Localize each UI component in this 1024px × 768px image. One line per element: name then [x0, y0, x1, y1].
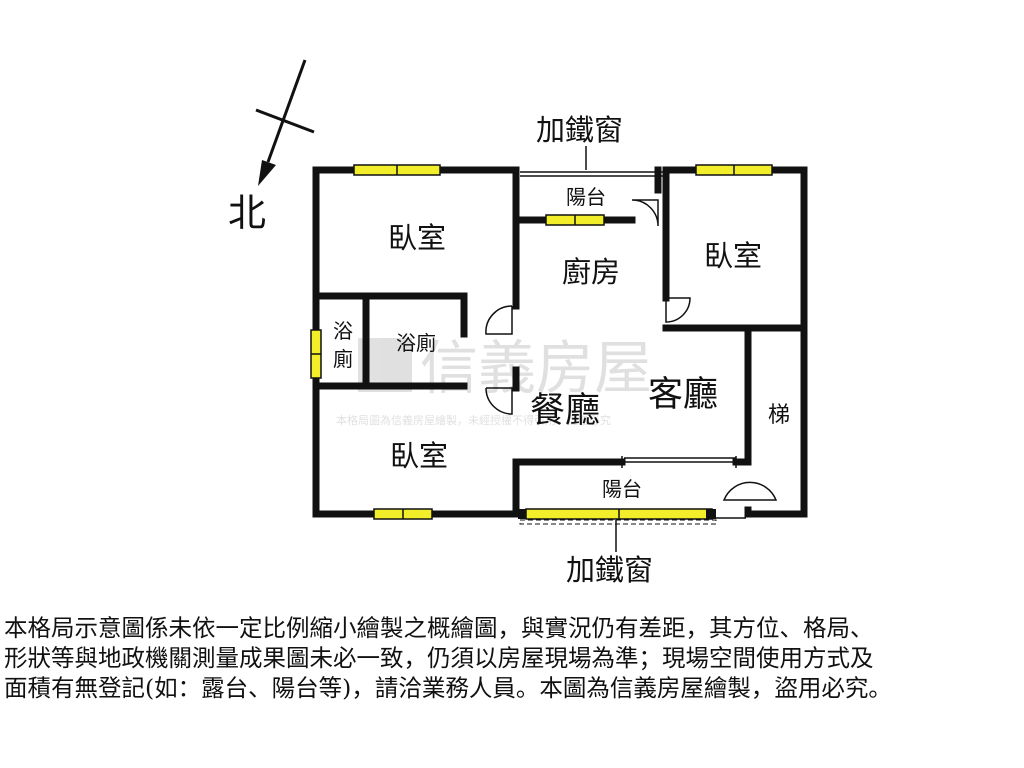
room-balcony-top: 陽台: [566, 185, 606, 209]
room-bedroom-ne: 臥室: [704, 239, 762, 273]
door-bath-icon: [485, 305, 513, 335]
room-bath: 浴廁: [396, 331, 436, 355]
door-bedroom-ne-icon: [665, 297, 691, 323]
door-bedroom-sw-icon: [485, 387, 513, 415]
door-stairs-icon: [722, 481, 778, 501]
room-bedroom-nw: 臥室: [388, 221, 446, 255]
watermark: 信義房屋 本格局圖為信義房屋繪製，未經授權不得引用，違者必究: [336, 334, 652, 427]
room-dining: 餐廳: [530, 391, 600, 431]
disclaimer-line-2: 形狀等與地政機關測量成果圖未必一致，仍須以房屋現場為準；現場空間使用方式及: [4, 644, 874, 672]
room-stairs: 梯: [768, 403, 790, 428]
disclaimer-line-3: 面積有無登記(如：露台、陽台等)，請洽業務人員。本圖為信義房屋繪製，盜用必究。: [4, 674, 892, 702]
room-living: 客廳: [648, 375, 718, 415]
disclaimer-line-1: 本格局示意圖係未依一定比例縮小繪製之概繪圖，與實況仍有差距，其方位、格局、: [4, 614, 874, 642]
compass-icon: [255, 59, 315, 186]
room-kitchen: 廚房: [562, 255, 620, 289]
window-bar-label-bottom: 加鐵窗: [566, 553, 653, 587]
room-bedroom-sw: 臥室: [390, 439, 448, 473]
doors: [485, 199, 778, 501]
north-label: 北: [228, 191, 266, 235]
door-kitchen-balcony-icon: [631, 199, 659, 227]
room-bath-small-2: 廁: [333, 347, 353, 371]
watermark-notice: 本格局圖為信義房屋繪製，未經授權不得引用，違者必究: [336, 413, 611, 427]
walls: [312, 166, 808, 518]
window-bar-label-top: 加鐵窗: [536, 113, 623, 147]
watermark-brand: 信義房屋: [420, 334, 652, 402]
room-bath-small-1: 浴: [333, 319, 353, 343]
disclaimer: 本格局示意圖係未依一定比例縮小繪製之概繪圖，與實況仍有差距，其方位、格局、 形狀…: [4, 613, 1020, 703]
room-balcony-bottom: 陽台: [602, 477, 642, 501]
